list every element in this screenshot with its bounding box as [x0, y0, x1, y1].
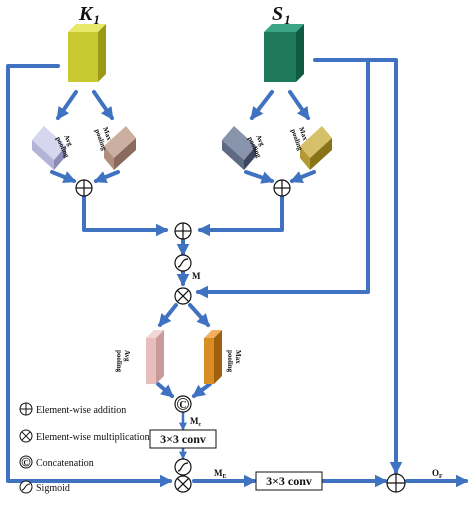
k-to-avgpool — [56, 90, 78, 121]
add-node-right — [273, 179, 291, 197]
sigmoid-node-bottom — [174, 458, 192, 476]
s1-block — [264, 24, 304, 82]
legend-concatenation-icon: C — [19, 455, 33, 469]
add-node-center — [174, 222, 192, 240]
avgpool-left — [32, 126, 66, 170]
conv-box-2 — [255, 471, 323, 491]
concat-node: C — [174, 395, 192, 413]
avgpool-right — [222, 126, 256, 170]
maxpool-middle — [204, 330, 222, 384]
multiply-to-avgpool-mid — [158, 303, 178, 327]
legend: Element-wise addition Element-wise multi… — [19, 402, 150, 494]
avgpool-to-add-right — [244, 170, 275, 184]
maxpool-middle-label-2: pooling — [226, 350, 234, 373]
add-node-left — [75, 179, 93, 197]
s-to-maxpool — [288, 90, 310, 121]
connectors — [6, 58, 469, 488]
k-to-maxpool — [92, 90, 114, 121]
conv-box-1-label: 3×3 conv — [160, 432, 206, 446]
conv-box-1 — [149, 429, 217, 449]
svg-text:C: C — [23, 459, 28, 467]
s-skip-connection — [313, 58, 403, 475]
avgpool-mid-to-concat — [156, 382, 174, 398]
legend-sigmoid-icon — [19, 480, 33, 494]
add-left-to-center — [82, 195, 169, 237]
s-to-avgpool — [250, 90, 274, 121]
avgpool-middle-label: Avg — [123, 350, 131, 362]
k-skip-connection — [6, 64, 173, 488]
avgpool-middle — [146, 330, 164, 384]
sigmoid-node-top — [174, 254, 192, 272]
legend-concatenation-label: Concatenation — [36, 458, 94, 469]
mc-label: Mc — [190, 416, 202, 428]
maxpool-middle-label: Max — [234, 350, 242, 364]
avgpool-middle-label-2: pooling — [115, 350, 123, 373]
of-label: OF — [432, 468, 443, 480]
maxpool-right — [300, 126, 332, 170]
legend-addition-icon — [19, 402, 33, 416]
maxpool-left — [104, 126, 136, 170]
k1-block — [68, 24, 106, 82]
multiply-node-bottom — [174, 475, 192, 493]
me-label: ME — [214, 468, 227, 480]
add-right-to-center — [197, 195, 284, 237]
s-to-multiply — [195, 58, 370, 299]
legend-multiplication-label: Element-wise multiplication — [36, 432, 150, 443]
maxpool-mid-to-concat — [191, 382, 212, 398]
k1-label: K1 — [78, 3, 100, 27]
legend-sigmoid-label: Sigmoid — [36, 483, 70, 494]
svg-text:C: C — [179, 400, 186, 411]
conv-box-2-label: 3×3 conv — [266, 474, 312, 488]
legend-addition-label: Element-wise addition — [36, 405, 126, 416]
legend-multiplication-icon — [19, 429, 33, 443]
maxpool-to-add-right — [289, 170, 316, 184]
maxpool-to-add-left — [93, 170, 120, 184]
m-label: M — [192, 271, 201, 281]
avgpool-to-add-left — [50, 170, 77, 184]
multiply-to-maxpool-mid — [188, 303, 210, 327]
add-node-final — [386, 473, 406, 493]
s1-label: S1 — [272, 3, 291, 27]
multiply-node-middle — [174, 287, 192, 305]
